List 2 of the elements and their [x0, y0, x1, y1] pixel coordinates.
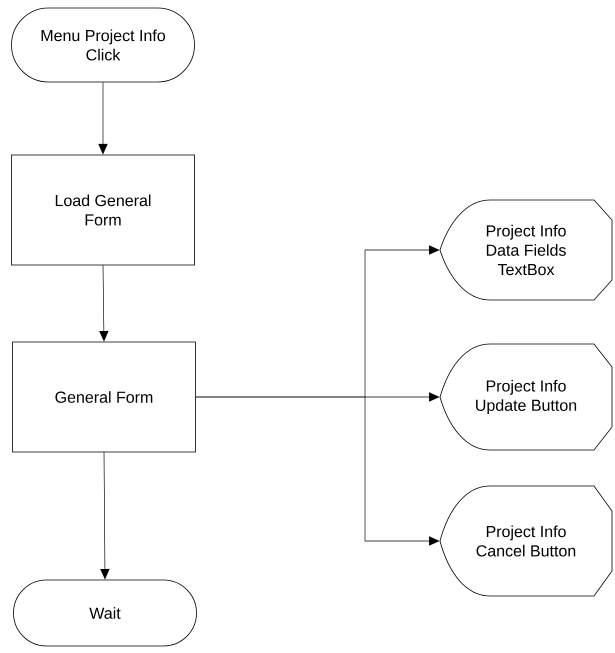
process-box: Load General Form	[11, 154, 195, 266]
process-box: General Form	[12, 342, 196, 452]
